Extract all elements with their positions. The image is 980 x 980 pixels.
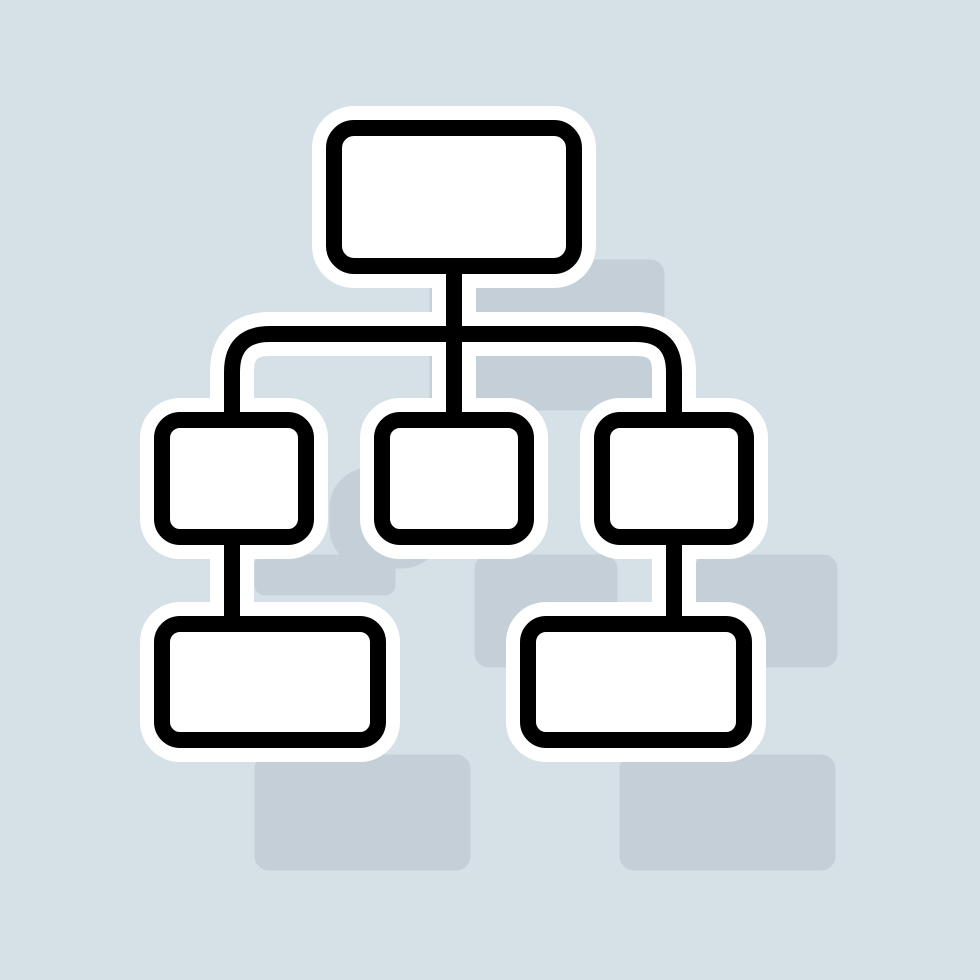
child-left-box <box>154 412 314 545</box>
shadow-connector-left <box>254 554 396 596</box>
icon-outline <box>154 120 754 748</box>
shadow-grandchild-right-box <box>619 754 836 871</box>
grandchild-left-box <box>154 616 386 748</box>
child-right-box <box>594 412 754 545</box>
connector-lines <box>224 258 682 632</box>
grandchild-right-box <box>520 616 752 748</box>
shadow-grandchild-left-box <box>254 754 471 871</box>
child-center-box <box>374 412 534 545</box>
root-box <box>326 120 582 274</box>
